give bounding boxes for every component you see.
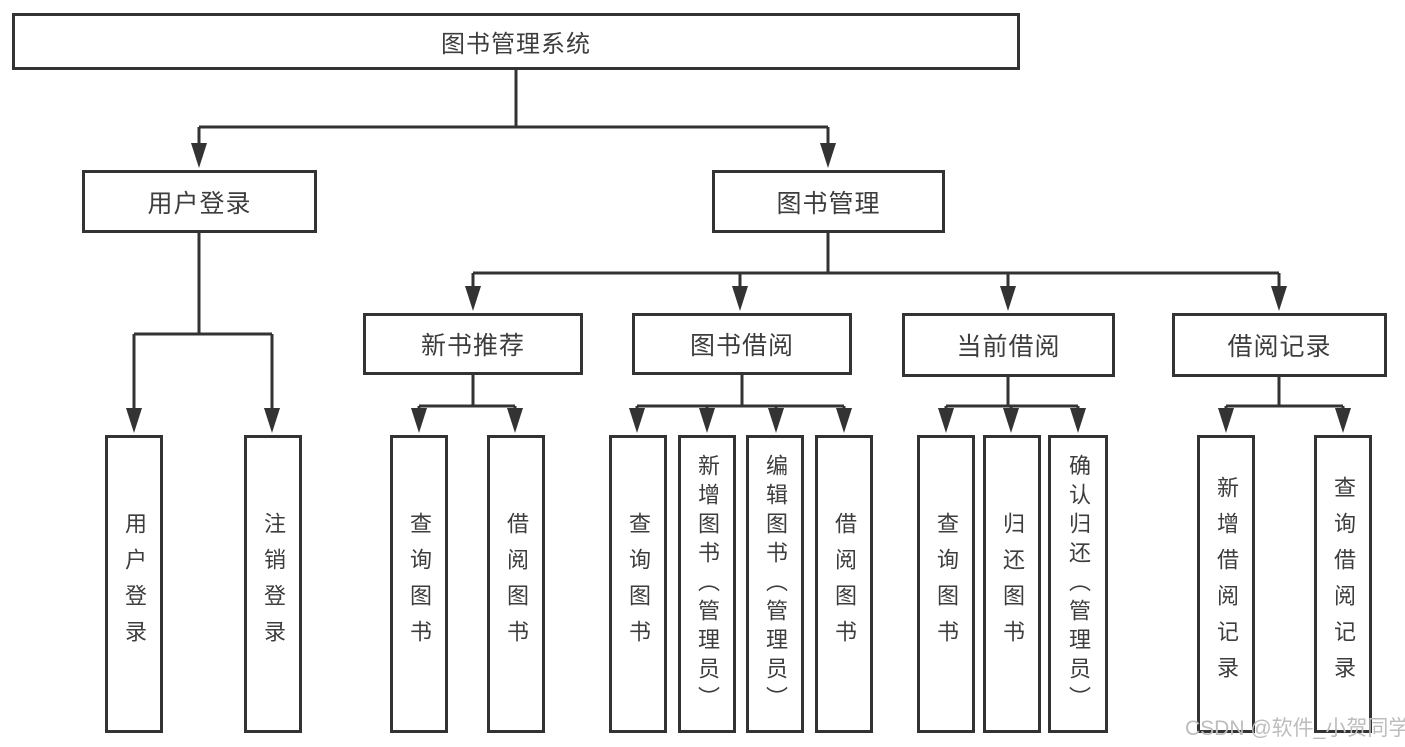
node-book-management-label: 图书管理	[776, 189, 881, 218]
leaf-query-books-3: 查询图书	[917, 435, 975, 733]
arrowhead	[1000, 286, 1016, 311]
arrowheads	[126, 143, 1351, 433]
arrowhead	[507, 408, 523, 433]
leaf-add-borrow-record-label: 新增借阅记录	[1214, 476, 1239, 692]
leaf-edit-books-admin-label: 编辑图书（管理员）	[763, 453, 788, 715]
arrowhead	[465, 286, 481, 311]
arrowhead	[1070, 408, 1086, 433]
leaf-confirm-return-admin-label: 确认归还（管理员）	[1066, 453, 1091, 715]
arrowhead	[1271, 286, 1287, 311]
arrowhead	[411, 408, 427, 433]
leaf-borrow-books-2-label: 借阅图书	[832, 512, 857, 656]
node-book-management: 图书管理	[712, 170, 945, 233]
leaf-query-borrow-record-label: 查询借阅记录	[1331, 476, 1356, 692]
arrowhead	[768, 408, 784, 433]
leaf-edit-books-admin: 编辑图书（管理员）	[746, 435, 804, 733]
arrowhead	[191, 143, 207, 168]
arrowhead	[836, 408, 852, 433]
arrowhead	[126, 408, 142, 433]
leaf-query-books-2-label: 查询图书	[626, 512, 651, 656]
node-borrow-records: 借阅记录	[1172, 313, 1387, 377]
leaf-add-borrow-record: 新增借阅记录	[1197, 435, 1255, 733]
leaf-add-books-admin-label: 新增图书（管理员）	[695, 453, 720, 715]
leaf-return-books: 归还图书	[983, 435, 1041, 733]
leaf-query-books-2: 查询图书	[609, 435, 667, 733]
edge-login-to-leaves	[132, 233, 274, 412]
edge-root-to-level2	[197, 70, 830, 150]
node-root-label: 图书管理系统	[441, 31, 591, 58]
leaf-confirm-return-admin: 确认归还（管理员）	[1048, 435, 1108, 733]
leaf-borrow-books-1: 借阅图书	[487, 435, 545, 733]
leaf-user-login: 用户登录	[105, 435, 163, 733]
node-current-borrow-label: 当前借阅	[956, 333, 1061, 361]
arrowhead	[629, 408, 645, 433]
node-book-borrow: 图书借阅	[632, 313, 852, 375]
node-root: 图书管理系统	[12, 13, 1020, 70]
arrowhead	[1003, 408, 1019, 433]
csdn-watermark: CSDN @软件_小贺同学	[1185, 717, 1405, 740]
leaf-add-books-admin: 新增图书（管理员）	[678, 435, 736, 733]
leaf-query-borrow-record: 查询借阅记录	[1314, 435, 1372, 733]
leaf-query-books-3-label: 查询图书	[934, 512, 959, 656]
edge-borrow-to-leaves	[635, 375, 846, 414]
edge-newbooks-to-leaves	[417, 375, 517, 414]
leaf-logout-label: 注销登录	[261, 512, 286, 656]
arrowhead	[1218, 408, 1234, 433]
node-current-borrow: 当前借阅	[902, 313, 1115, 377]
leaf-user-login-label: 用户登录	[122, 512, 147, 656]
leaf-borrow-books-2: 借阅图书	[815, 435, 873, 733]
arrowhead	[264, 408, 280, 433]
node-user-login: 用户登录	[82, 170, 317, 233]
leaf-logout: 注销登录	[244, 435, 302, 733]
node-new-book-recommend-label: 新书推荐	[420, 332, 525, 360]
node-new-book-recommend: 新书推荐	[363, 313, 583, 375]
arrowhead	[732, 286, 748, 311]
leaf-query-books-1-label: 查询图书	[407, 512, 432, 656]
arrowhead	[1335, 408, 1351, 433]
edge-records-to-leaves	[1224, 377, 1345, 414]
arrowhead	[699, 408, 715, 433]
arrowhead	[938, 408, 954, 433]
node-user-login-label: 用户登录	[147, 189, 252, 218]
node-book-borrow-label: 图书借阅	[689, 332, 794, 360]
node-borrow-records-label: 借阅记录	[1227, 333, 1332, 361]
edge-manage-to-groups	[471, 233, 1281, 290]
leaf-query-books-1: 查询图书	[390, 435, 448, 733]
leaf-borrow-books-1-label: 借阅图书	[504, 512, 529, 656]
arrowhead	[820, 143, 836, 168]
leaf-return-books-label: 归还图书	[1000, 512, 1025, 656]
